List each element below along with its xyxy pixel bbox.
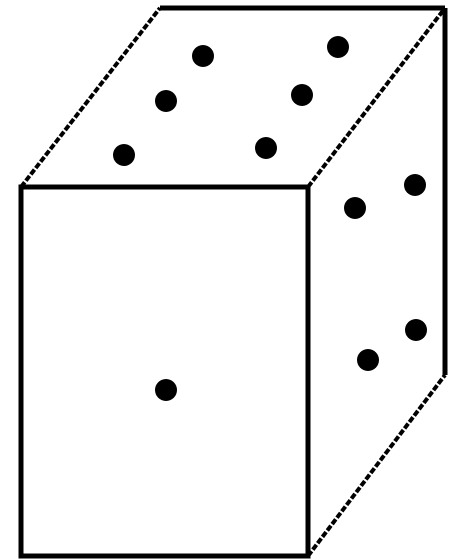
front-face-fill — [21, 187, 308, 556]
right-pip — [404, 174, 426, 196]
top-pip — [113, 144, 135, 166]
right-pip — [405, 319, 427, 341]
top-pip — [155, 90, 177, 112]
right-pip — [344, 197, 366, 219]
right-pip — [357, 349, 379, 371]
top-pip — [255, 137, 277, 159]
top-pip — [192, 45, 214, 67]
top-pip — [291, 84, 313, 106]
front-pip — [155, 379, 177, 401]
top-pip — [327, 36, 349, 58]
front-face — [21, 187, 308, 556]
